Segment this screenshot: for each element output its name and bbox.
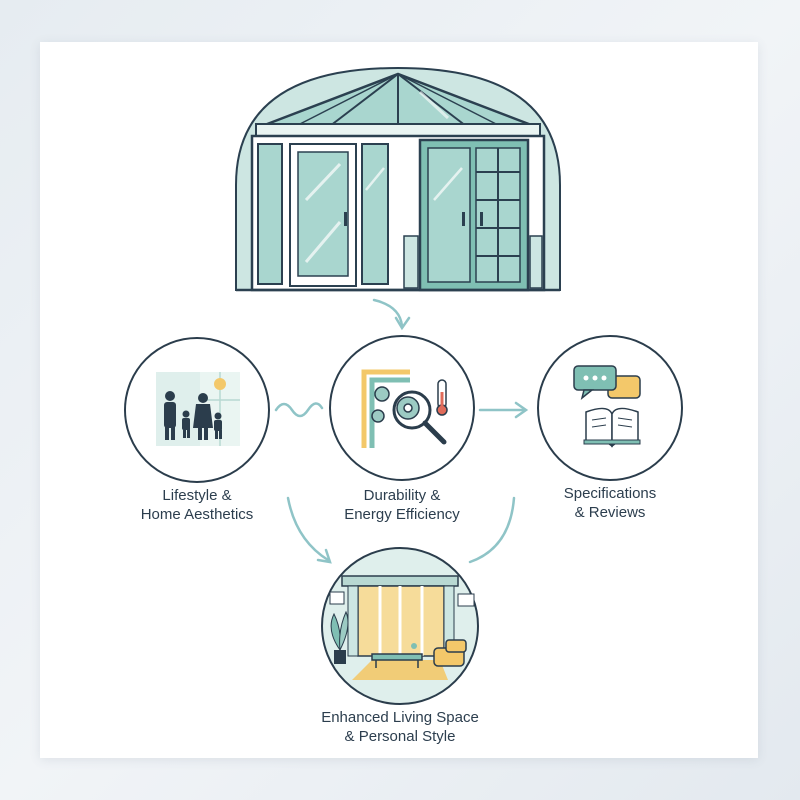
wall-frame-icon xyxy=(329,591,345,605)
plant-icon xyxy=(330,610,349,664)
label-living-line2: & Personal Style xyxy=(344,728,456,745)
node-specs xyxy=(537,335,683,481)
label-specs: Specifications & Reviews xyxy=(530,484,690,522)
wall-frame-icon xyxy=(457,593,475,607)
armchair-icon xyxy=(433,639,467,667)
sun-icon xyxy=(214,378,226,390)
label-durability-line2: Energy Efficiency xyxy=(344,506,460,523)
arrow-specs-to-living xyxy=(468,496,516,564)
magnifier-icon xyxy=(392,390,432,430)
label-durability-line1: Durability & xyxy=(363,487,441,504)
label-living: Enhanced Living Space & Personal Style xyxy=(290,708,510,746)
wave-connector xyxy=(274,402,324,418)
chat-bubbles-icon xyxy=(573,365,641,400)
coffee-table xyxy=(371,653,423,661)
arrow-top-to-durability xyxy=(372,298,404,328)
arrow-head-left-down xyxy=(316,548,332,564)
label-lifestyle: Lifestyle & Home Aesthetics xyxy=(117,486,277,524)
flow-arrows xyxy=(274,298,529,564)
node-lifestyle xyxy=(124,337,270,483)
conservatory-illustration xyxy=(235,66,561,292)
label-lifestyle-line1: Lifestyle & xyxy=(162,487,232,504)
thermometer-icon xyxy=(436,379,448,416)
node-durability xyxy=(329,335,475,481)
label-living-line1: Enhanced Living Space xyxy=(321,709,479,726)
node-living xyxy=(321,547,479,705)
label-specs-line1: Specifications xyxy=(563,485,657,502)
label-specs-line2: & Reviews xyxy=(574,504,646,521)
arrow-lifestyle-to-living xyxy=(286,496,330,562)
arrow-head-top xyxy=(394,316,411,331)
label-lifestyle-line2: Home Aesthetics xyxy=(140,506,254,523)
open-book-icon xyxy=(583,407,641,448)
family-silhouette-icon xyxy=(164,391,222,440)
arrow-head-right xyxy=(514,401,529,419)
label-durability: Durability & Energy Efficiency xyxy=(322,486,482,524)
